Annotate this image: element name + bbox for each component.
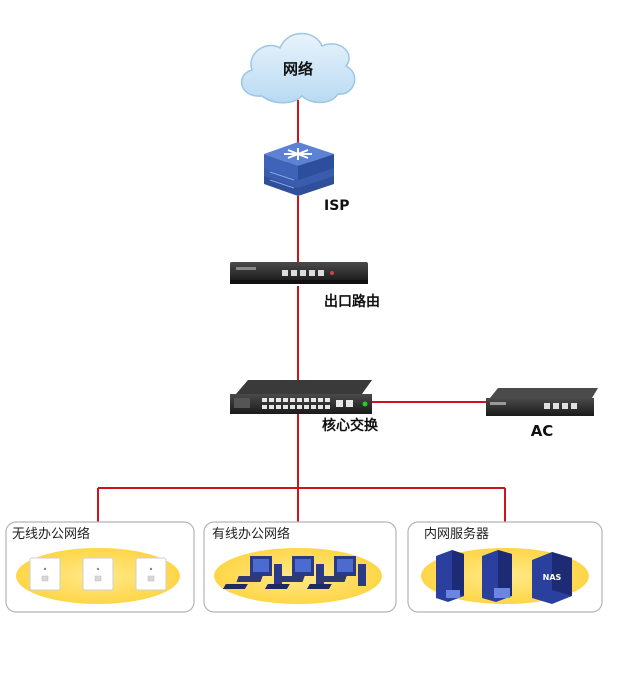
isp-node: ISP [264,142,350,214]
nas-badge: NAS [543,573,562,582]
group-title: 有线办公网络 [212,526,290,542]
cloud-icon [240,32,356,104]
router-icon [230,262,368,284]
router-node: 出口路由 [230,262,380,310]
desktop-pc-icon [222,556,282,589]
wall-ap-icon [135,557,167,591]
group-title: 无线办公网络 [12,526,90,542]
nas-server-icon: NAS [532,552,572,604]
internet-label: 网络 [283,60,313,78]
connection-lines [97,100,506,522]
ac-node: AC [486,388,598,440]
internet-node: 网络 [240,32,356,104]
ac-label: AC [531,422,554,440]
core-node: 核心交换 [230,380,379,434]
group-servers: 内网服务器 NAS [407,521,603,613]
core-label: 核心交换 [322,417,379,434]
group-wired: 有线办公网络 [203,521,397,613]
router-label: 出口路由 [324,293,380,310]
core-switch-icon [230,380,372,414]
group-title: 内网服务器 [424,526,489,542]
server-icon [482,550,512,602]
wall-ap-icon [29,557,61,591]
group-wireless: 无线办公网络 [5,521,195,613]
ac-controller-icon [486,388,598,416]
desktop-pc-icon [306,556,366,589]
isp-label: ISP [324,198,350,214]
wall-ap-icon [82,557,114,591]
isp-switch-icon [264,142,334,196]
desktop-pc-icon [264,556,324,589]
server-icon [436,550,464,602]
